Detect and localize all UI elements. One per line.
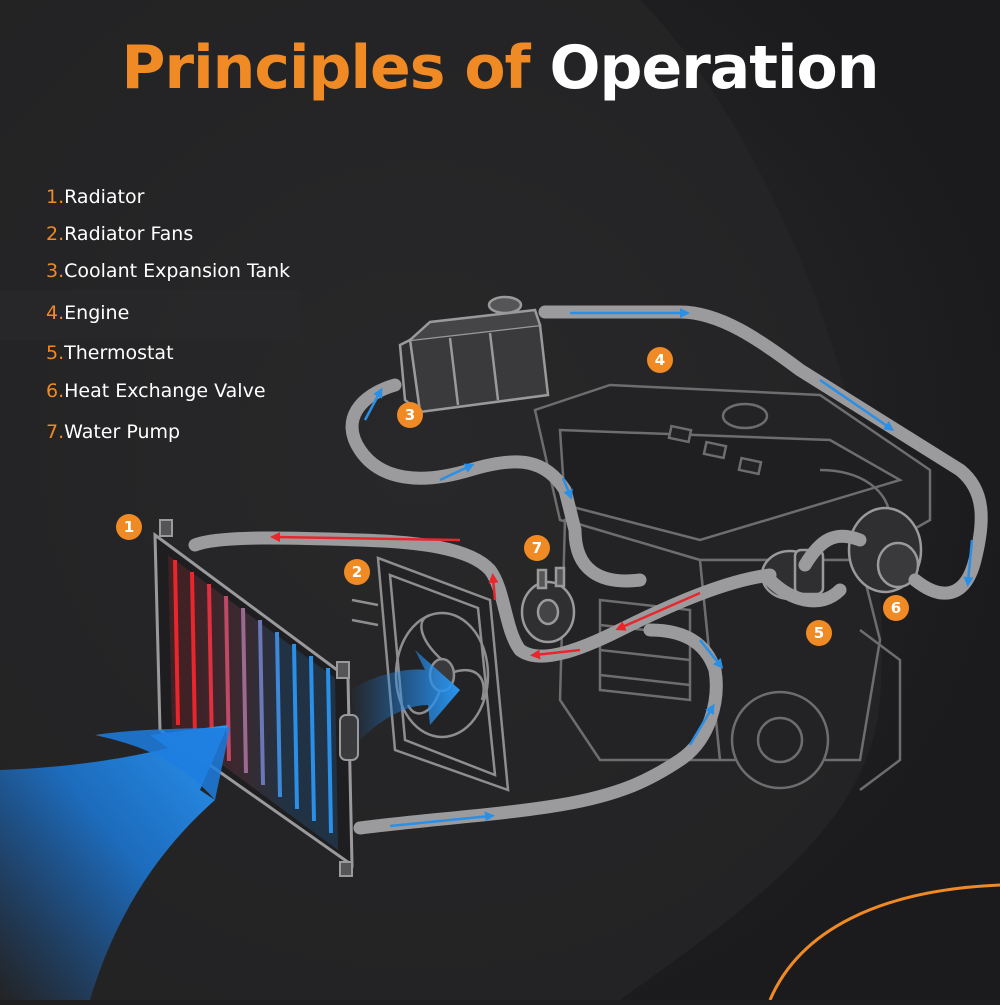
tank-rib [448, 337, 460, 406]
hose-thermostat-loop [763, 573, 847, 608]
svg-text:3: 3 [405, 406, 415, 424]
legend-label: Radiator Fans [64, 223, 194, 245]
legend-item-engine: 4.Engine [46, 302, 129, 324]
legend-number: 3. [46, 260, 65, 282]
heat-exchange-valve [847, 506, 923, 594]
pump-port [554, 566, 566, 588]
radiator-side-tank [339, 714, 359, 761]
legend-item-heat-exchange-valve: 6.Heat Exchange Valve [46, 380, 266, 402]
airflow-arrow-head [95, 728, 230, 800]
svg-text:4: 4 [655, 351, 665, 369]
orange-swoosh [768, 883, 1000, 1001]
oil-cap [721, 402, 769, 430]
background-band [0, 290, 300, 340]
pump-port [536, 568, 548, 590]
fan-blade [453, 669, 485, 701]
hose-top-return [538, 305, 988, 600]
legend-number: 6. [46, 380, 65, 402]
tank-top [409, 308, 542, 341]
engine-rib-line [599, 648, 691, 662]
legend-label: Coolant Expansion Tank [64, 260, 291, 282]
flow-arrows [270, 308, 974, 828]
tank-body [408, 323, 550, 414]
badge-2: 2 [344, 559, 370, 585]
fan-blade [420, 613, 443, 661]
engine-rib-line [599, 673, 691, 687]
legend-label: Heat Exchange Valve [64, 380, 266, 402]
tank-rib [488, 332, 500, 401]
title-part-white: Operation [549, 33, 880, 103]
pump-center [536, 598, 560, 626]
legend-number: 7. [46, 421, 65, 443]
badge-4: 4 [647, 347, 673, 373]
legend-item-radiator-fans: 2.Radiator Fans [46, 223, 193, 245]
spark-plug-1 [667, 424, 693, 444]
legend-label: Water Pump [64, 421, 181, 443]
badge-7: 7 [524, 535, 550, 561]
hose-thermostat-valve [798, 529, 867, 572]
legend-number: 4. [46, 302, 65, 324]
page-title: Principles of Operation [0, 28, 1000, 108]
tank-cap [487, 295, 523, 315]
legend-item-radiator: 1.Radiator [46, 186, 144, 208]
legend-number: 1. [46, 186, 65, 208]
legend-number: 5. [46, 342, 65, 364]
airflow-arrow-large [0, 725, 228, 1000]
badge-6: 6 [883, 595, 909, 621]
svg-text:6: 6 [891, 599, 901, 617]
svg-text:2: 2 [352, 563, 362, 581]
hose-lower-radiator [353, 623, 723, 835]
engine-bracket [859, 629, 902, 791]
legend-item-expansion-tank: 3.Coolant Expansion Tank [46, 260, 290, 282]
legend-label: Radiator [64, 186, 145, 208]
radiator-tubes [173, 559, 333, 834]
fan-mount [351, 598, 379, 627]
badge-1: 1 [116, 514, 142, 540]
water-pump [520, 566, 576, 644]
airflow-arrow-fan [350, 650, 460, 740]
badge-5: 5 [806, 620, 832, 646]
radiator-bolt [336, 661, 350, 679]
coolant-expansion-tank [398, 295, 550, 415]
svg-text:1: 1 [124, 518, 134, 536]
crank-pulley-hub [756, 716, 804, 764]
title-part-orange: Principles of [121, 33, 531, 103]
legend-item-water-pump: 7.Water Pump [46, 421, 180, 443]
radiator [153, 519, 359, 877]
legend-label: Engine [64, 302, 130, 324]
legend-item-thermostat: 5.Thermostat [46, 342, 174, 364]
valve-outlet [876, 541, 920, 589]
svg-text:7: 7 [532, 539, 542, 557]
spark-plug-2 [702, 440, 728, 460]
legend-number: 2. [46, 223, 65, 245]
legend-label: Thermostat [64, 342, 174, 364]
badge-3: 3 [397, 402, 423, 428]
radiator-cap [159, 519, 173, 537]
radiator-bolt [339, 861, 353, 877]
svg-text:5: 5 [814, 624, 824, 642]
spark-plug-3 [737, 456, 763, 476]
